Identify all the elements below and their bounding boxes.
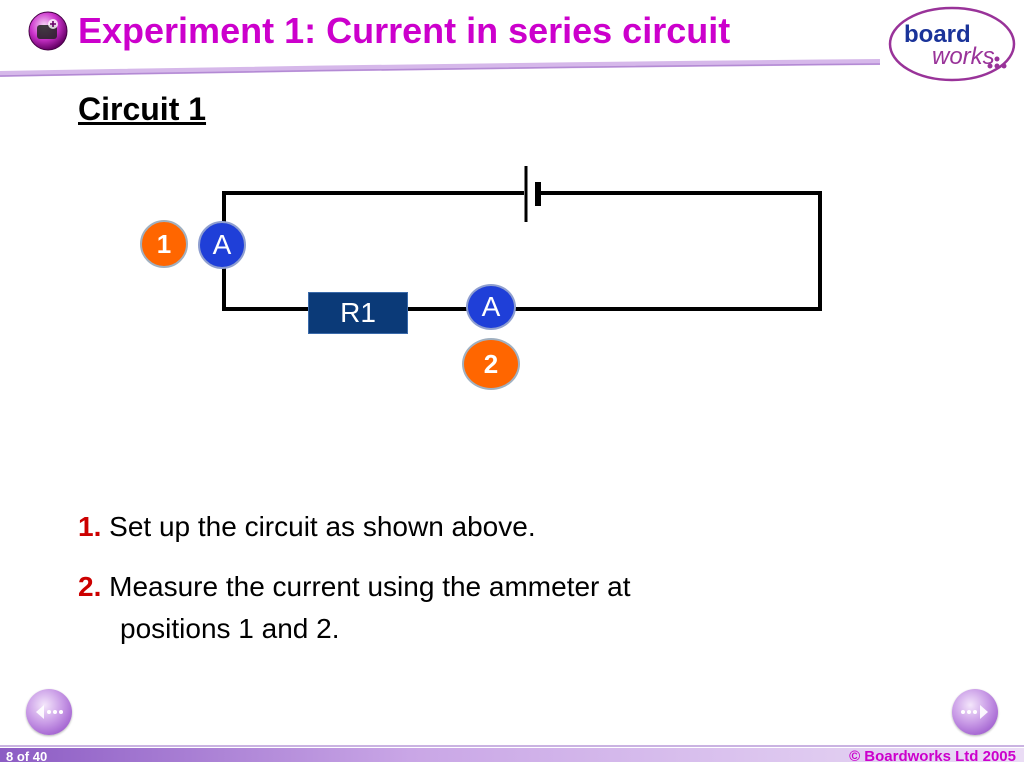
- step-1-text: Set up the circuit as shown above.: [109, 511, 536, 542]
- instruction-step-2: 2. Measure the current using the ammeter…: [78, 566, 798, 608]
- logo-board-text: board: [904, 21, 971, 48]
- circuit-subtitle: Circuit 1: [78, 91, 207, 127]
- step-2-number: 2.: [78, 571, 102, 602]
- arrow-right-icon: [961, 705, 988, 719]
- page-counter: 8 of 40: [6, 749, 48, 764]
- experiment-icon: [28, 11, 68, 51]
- resistor-r1: R1: [308, 292, 408, 334]
- slide-title: Experiment 1: Current in series circuit: [78, 10, 731, 51]
- header-underline: [0, 59, 880, 77]
- step-1-number: 1.: [78, 511, 102, 542]
- previous-slide-button[interactable]: [26, 689, 72, 735]
- position-2-badge: 2: [462, 338, 520, 390]
- instruction-step-1: 1. Set up the circuit as shown above.: [78, 506, 798, 548]
- footer-bar: [0, 745, 1024, 762]
- boardworks-logo: board works: [886, 4, 1018, 84]
- ammeter-position-1: A: [198, 221, 246, 269]
- logo-works-text: works: [932, 43, 995, 70]
- arrow-left-icon: [36, 705, 63, 719]
- next-slide-button[interactable]: [952, 689, 998, 735]
- step-2-text-continued: positions 1 and 2.: [120, 613, 340, 644]
- step-2-text: Measure the current using the ammeter at: [109, 571, 631, 602]
- circuit-wires: [222, 191, 822, 311]
- copyright-text: © Boardworks Ltd 2005: [849, 748, 1016, 765]
- position-1-badge: 1: [140, 220, 188, 268]
- ammeter-position-2: A: [466, 284, 516, 330]
